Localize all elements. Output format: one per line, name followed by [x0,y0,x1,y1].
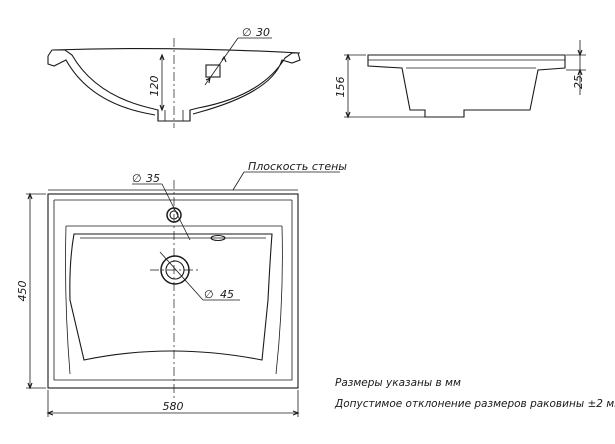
wall-plane-label: Плоскость стены [248,160,347,173]
front-section-view: 120 ∅ 30 [47,26,301,128]
svg-text:∅: ∅ [204,288,214,301]
dim-rim-height: 25 [572,75,585,89]
note-tolerance: Допустимое отклонение размеров раковины … [334,398,615,410]
svg-text:∅: ∅ [242,26,252,39]
svg-text:35: 35 [146,172,160,185]
dim-depth: 450 [16,281,29,302]
plan-view: ∅ 35 ∅ 45 Плоскость стены 450 580 [16,160,347,417]
svg-text:30: 30 [256,26,270,39]
dim-basin-depth: 120 [148,76,161,97]
dim-faucet-hole: ∅ 35 [132,172,160,185]
svg-text:45: 45 [220,288,234,301]
side-view: 156 25 [334,40,586,119]
dim-drain: ∅ 45 [204,288,234,301]
notes: Размеры указаны в мм Допустимое отклонен… [334,377,615,410]
dim-overall-height: 156 [334,77,347,98]
note-units: Размеры указаны в мм [335,377,461,389]
dim-top-hole: ∅ 30 [242,26,270,39]
dim-width: 580 [163,400,184,413]
svg-text:∅: ∅ [132,172,142,185]
